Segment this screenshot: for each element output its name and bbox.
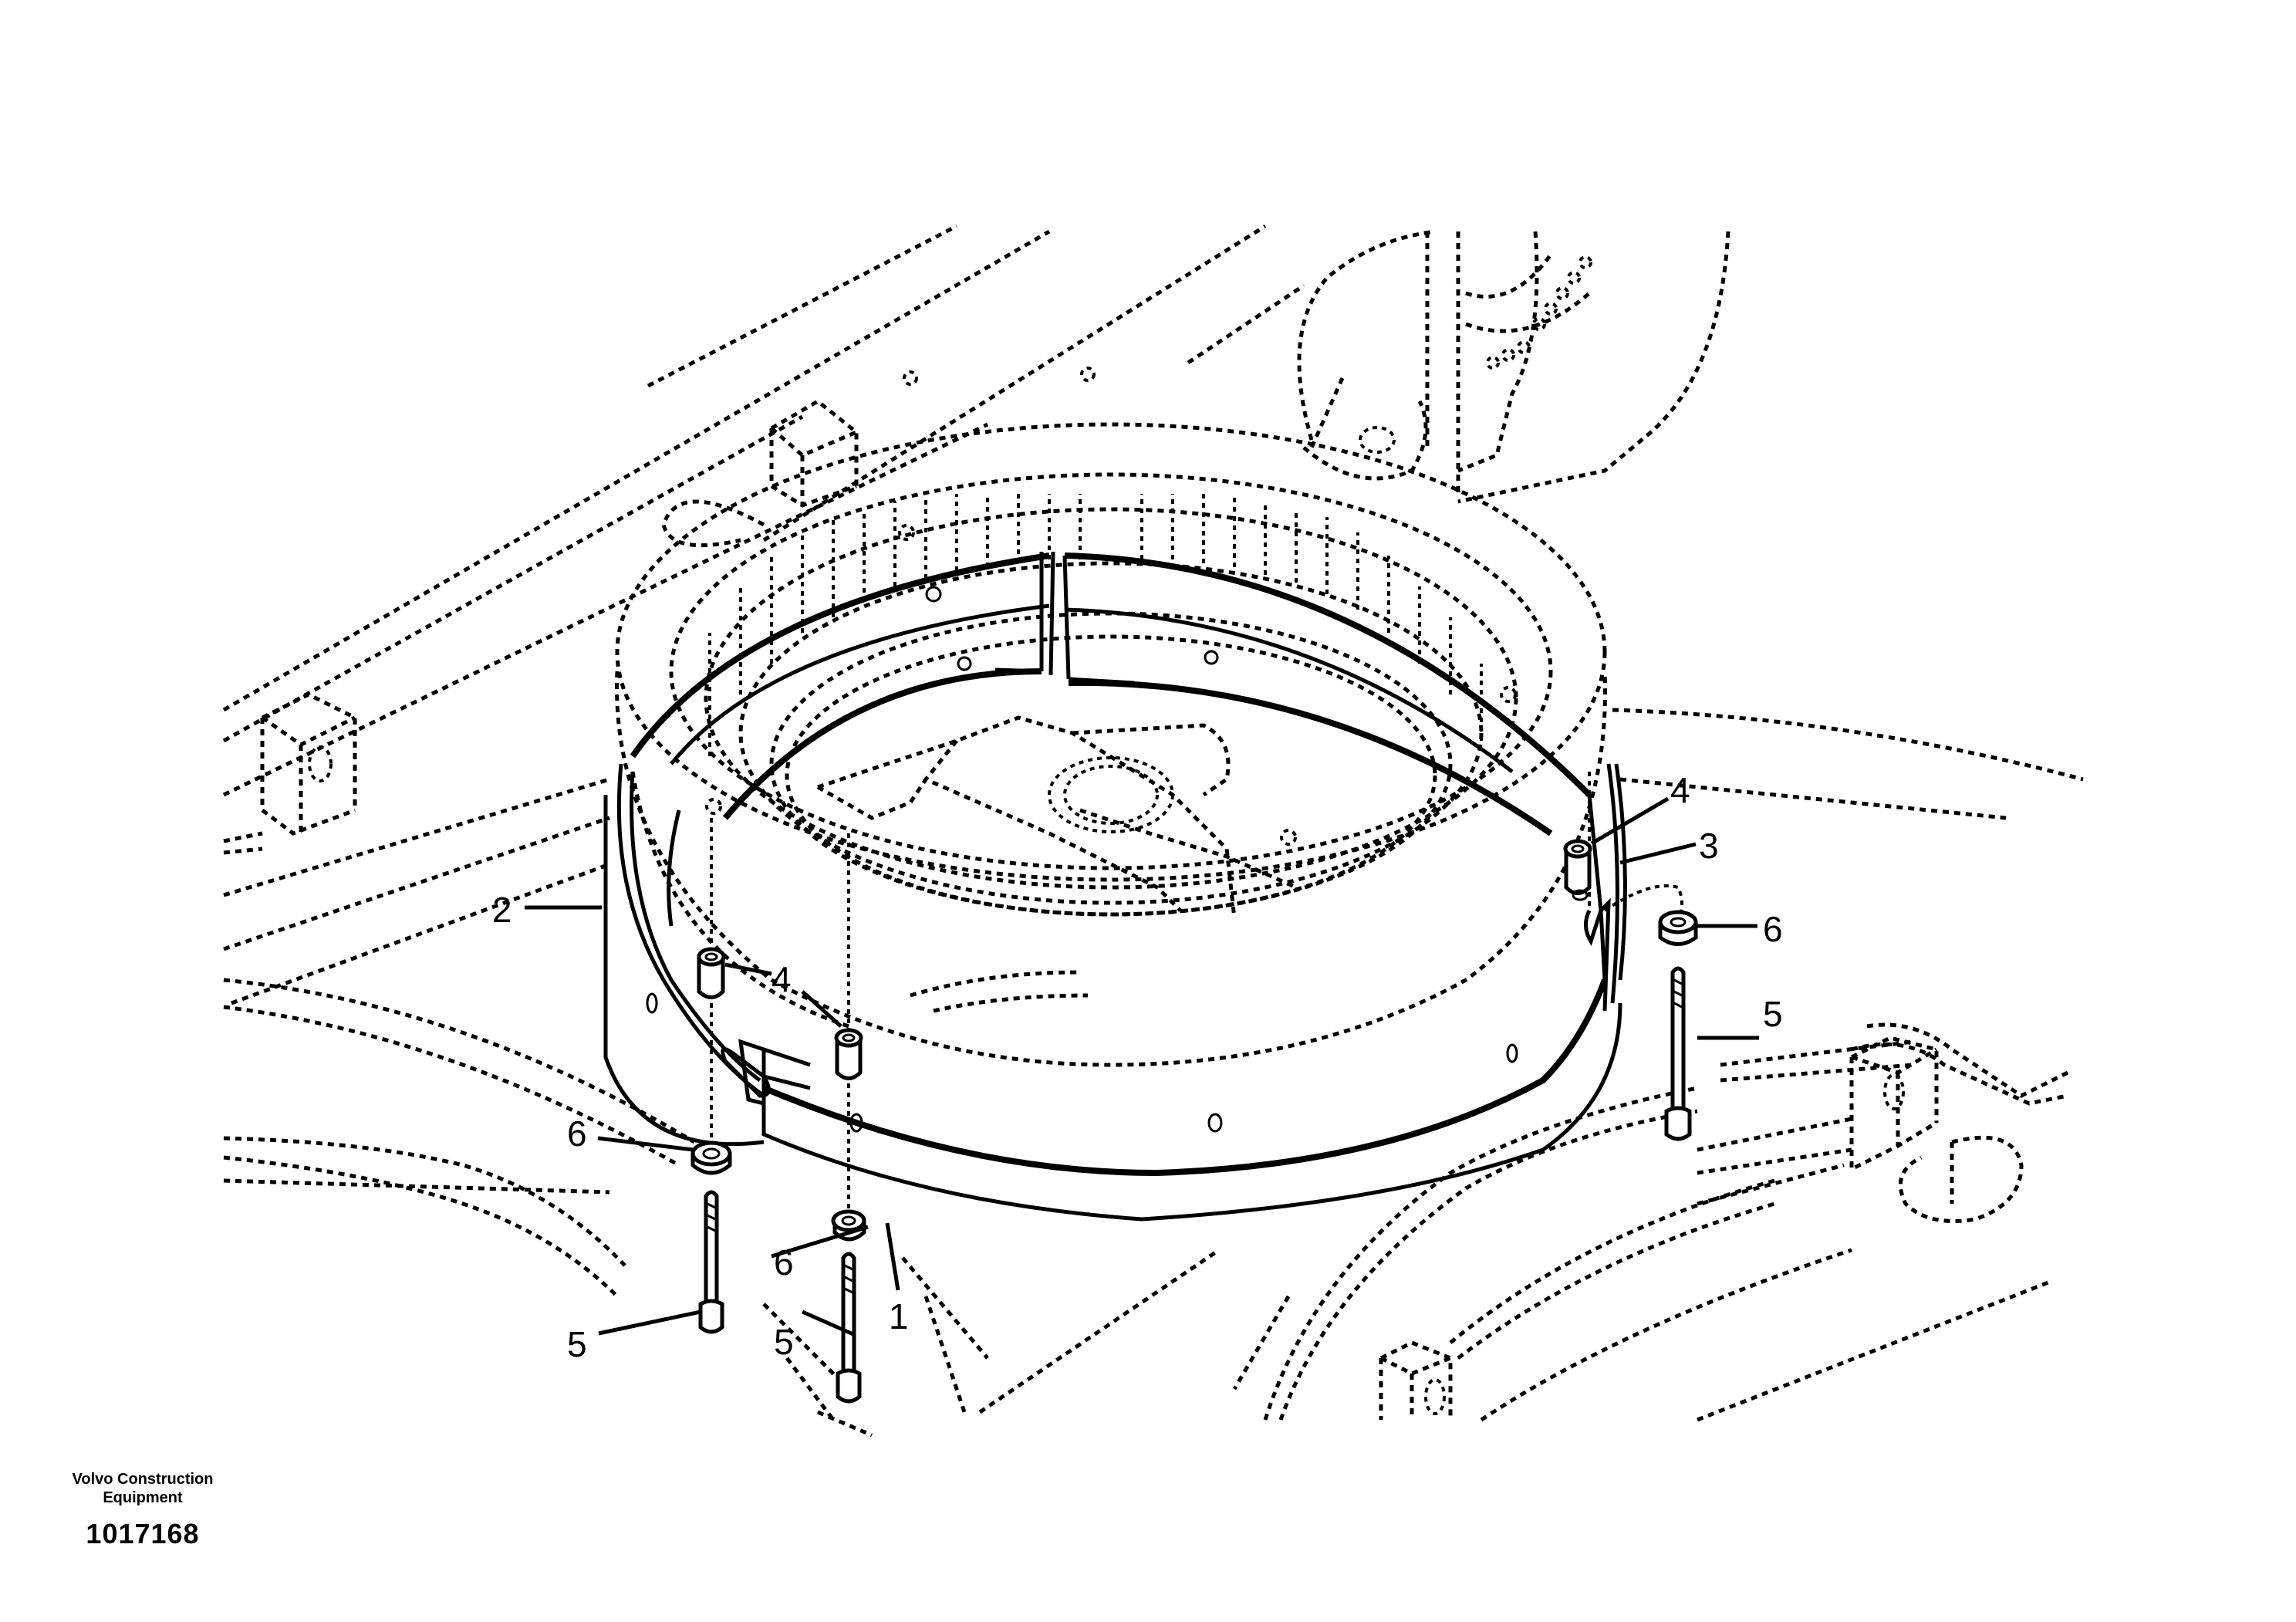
callout-numbers: 1 2 3 4 4 5 5 5 6 6 6: [492, 770, 1783, 1364]
callout-4-right: 4: [1670, 770, 1690, 810]
callout-6-lower-center: 6: [774, 1242, 794, 1282]
callout-2: 2: [492, 890, 512, 930]
washer-right: [1658, 910, 1698, 946]
callout-5-lower-left: 5: [567, 1324, 587, 1364]
callout-5-right: 5: [1763, 994, 1783, 1034]
manufacturer-line-1: Volvo Construction: [72, 1471, 214, 1488]
lower-frame-phantom: [223, 978, 1291, 1438]
callout-6-right: 6: [1763, 909, 1783, 949]
bolt-right: [1664, 966, 1692, 1141]
callout-1: 1: [889, 1296, 909, 1336]
spacer-sleeve-right: [1563, 839, 1592, 901]
callout-4-left: 4: [772, 959, 792, 999]
spacer-sleeve-left-1: [697, 947, 726, 999]
hardware: [690, 772, 1698, 1404]
washer-lower-left: [690, 1140, 732, 1175]
swing-ring-phantom: [615, 367, 1607, 1067]
callout-3: 3: [1699, 826, 1719, 866]
bolt-lower-center: [836, 1252, 862, 1404]
callout-leaders: [525, 796, 1759, 1337]
left-frame-phantom: [222, 422, 989, 1005]
spacer-sleeve-left-2: [834, 1028, 863, 1080]
drawing-footer: Volvo Construction Equipment 1017168: [31, 1470, 255, 1550]
drawing-number: 1017168: [86, 1518, 200, 1549]
bolt-lower-left: [698, 1190, 724, 1334]
right-frame-phantom: [1263, 708, 2084, 1422]
wear-strip-assembly: [603, 551, 1627, 1222]
manufacturer-line-2: Equipment: [103, 1489, 183, 1506]
boom-bolt-holes: [1486, 255, 1592, 370]
upper-frame-phantom: [222, 224, 1305, 743]
callout-6-lower-left: 6: [567, 1113, 587, 1154]
callout-5-lower-center: 5: [774, 1322, 794, 1362]
gear-teeth-hint: [708, 494, 1483, 756]
upper-right-boom-phantom: [1297, 229, 1730, 504]
